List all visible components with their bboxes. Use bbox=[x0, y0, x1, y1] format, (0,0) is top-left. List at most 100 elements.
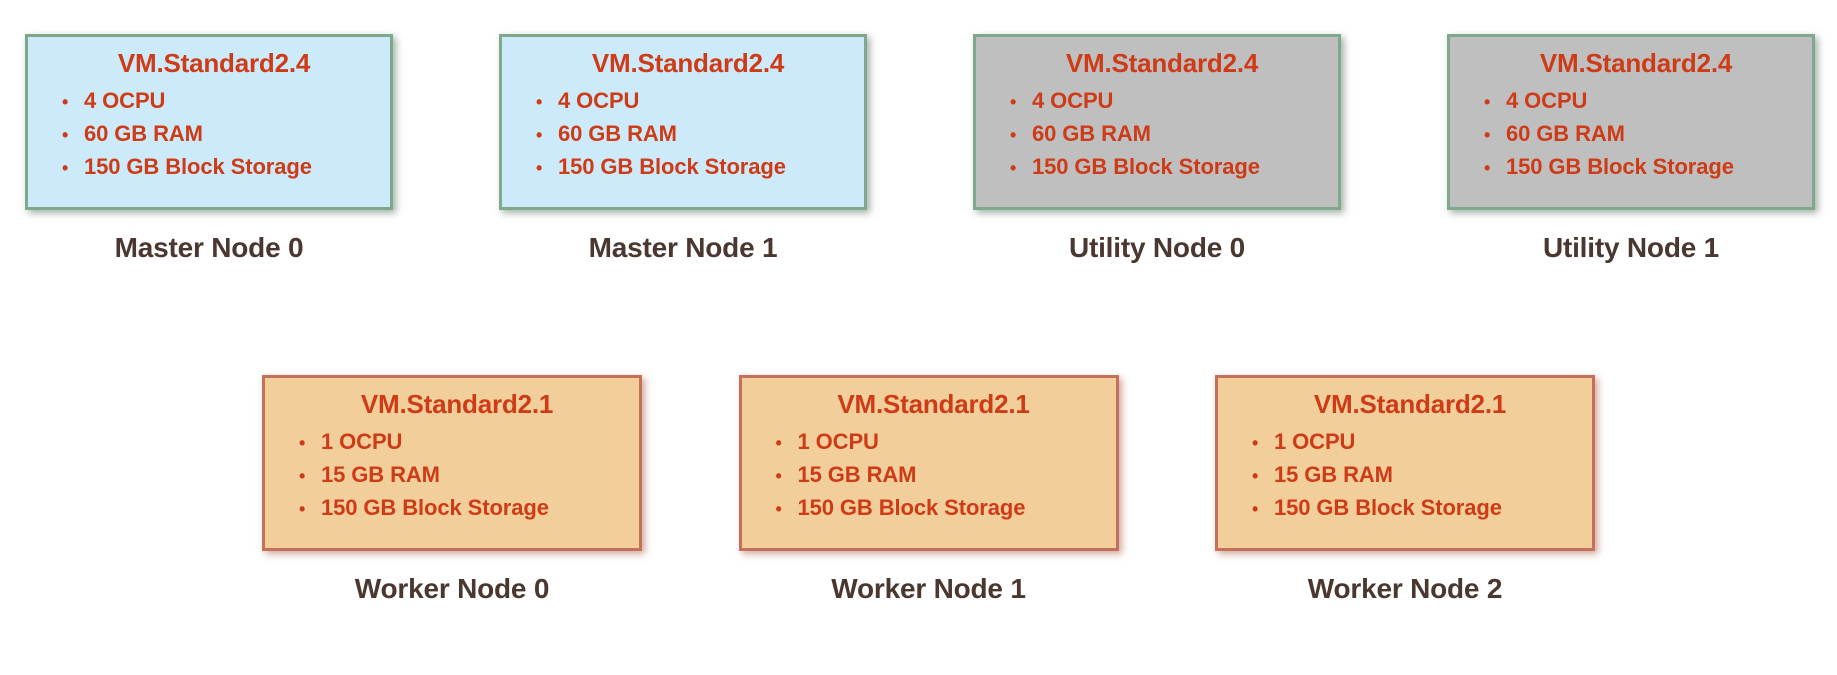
worker-node-row: VM.Standard2.1 • 1 OCPU • 15 GB RAM • 15… bbox=[262, 375, 1595, 605]
node-spec-item: • 60 GB RAM bbox=[62, 117, 390, 150]
bullet-icon: • bbox=[62, 125, 69, 146]
bullet-icon: • bbox=[1252, 432, 1259, 453]
node-spec-text: 1 OCPU bbox=[321, 428, 403, 454]
node-spec-item: • 1 OCPU bbox=[1252, 425, 1592, 458]
node-spec-item: • 4 OCPU bbox=[1484, 84, 1812, 117]
node-spec-text: 60 GB RAM bbox=[84, 121, 203, 147]
bullet-icon: • bbox=[536, 158, 543, 179]
node-spec-text: 150 GB Block Storage bbox=[1274, 495, 1502, 521]
node-spec-text: 60 GB RAM bbox=[1032, 121, 1151, 147]
node-caption-master-0: Master Node 0 bbox=[114, 232, 304, 263]
node-spec-text: 15 GB RAM bbox=[797, 462, 917, 488]
bullet-icon: • bbox=[536, 125, 543, 146]
bullet-icon: • bbox=[1252, 499, 1259, 520]
node-spec-item: • 15 GB RAM bbox=[776, 458, 1116, 491]
node-spec-text: 150 GB Block Storage bbox=[321, 495, 549, 521]
node-spec-text: 15 GB RAM bbox=[1274, 462, 1393, 488]
node-shape-label: VM.Standard2.4 bbox=[1539, 48, 1733, 78]
node-spec-item: • 150 GB Block Storage bbox=[1252, 491, 1592, 524]
node-spec-text: 150 GB Block Storage bbox=[797, 495, 1026, 521]
bullet-icon: • bbox=[299, 499, 306, 520]
bullet-icon: • bbox=[1010, 125, 1017, 146]
node-shape-label: VM.Standard2.1 bbox=[837, 389, 1030, 419]
node-spec-text: 4 OCPU bbox=[558, 87, 640, 113]
node-utility-1[interactable]: VM.Standard2.4 • 4 OCPU • 60 GB RAM • 15… bbox=[1447, 34, 1815, 264]
node-caption-worker-0: Worker Node 0 bbox=[354, 573, 550, 604]
node-spec-item: • 150 GB Block Storage bbox=[776, 491, 1116, 524]
node-master-0[interactable]: VM.Standard2.4 • 4 OCPU • 60 GB RAM • 15… bbox=[25, 34, 393, 264]
node-spec-item: • 60 GB RAM bbox=[1484, 117, 1812, 150]
node-utility-0[interactable]: VM.Standard2.4 • 4 OCPU • 60 GB RAM • 15… bbox=[973, 34, 1341, 264]
node-spec-text: 1 OCPU bbox=[797, 428, 879, 454]
bullet-icon: • bbox=[536, 91, 543, 112]
node-spec-text: 150 GB Block Storage bbox=[558, 154, 786, 180]
node-card-worker-0[interactable]: VM.Standard2.1 • 1 OCPU • 15 GB RAM • 15… bbox=[262, 375, 642, 551]
bullet-icon: • bbox=[1010, 158, 1017, 179]
node-spec-text: 4 OCPU bbox=[1506, 87, 1588, 113]
bullet-icon: • bbox=[775, 432, 782, 453]
node-caption-worker-2: Worker Node 2 bbox=[1307, 573, 1503, 604]
node-master-1[interactable]: VM.Standard2.4 • 4 OCPU • 60 GB RAM • 15… bbox=[499, 34, 867, 264]
node-spec-item: • 150 GB Block Storage bbox=[62, 150, 390, 183]
bullet-icon: • bbox=[1010, 91, 1017, 112]
node-card-worker-2[interactable]: VM.Standard2.1 • 1 OCPU • 15 GB RAM • 15… bbox=[1215, 375, 1595, 551]
node-spec-list: • 1 OCPU • 15 GB RAM • 150 GB Block Stor… bbox=[742, 425, 1116, 525]
node-spec-text: 150 GB Block Storage bbox=[1506, 154, 1734, 180]
bullet-icon: • bbox=[775, 466, 782, 487]
node-spec-text: 1 OCPU bbox=[1274, 428, 1356, 454]
node-card-utility-1[interactable]: VM.Standard2.4 • 4 OCPU • 60 GB RAM • 15… bbox=[1447, 34, 1815, 210]
node-spec-item: • 150 GB Block Storage bbox=[1010, 150, 1338, 183]
node-spec-item: • 150 GB Block Storage bbox=[536, 150, 864, 183]
node-shape-label: VM.Standard2.4 bbox=[591, 48, 785, 78]
node-spec-text: 4 OCPU bbox=[84, 87, 166, 113]
node-spec-list: • 4 OCPU • 60 GB RAM • 150 GB Block Stor… bbox=[1450, 84, 1812, 184]
node-card-worker-1[interactable]: VM.Standard2.1 • 1 OCPU • 15 GB RAM • 15… bbox=[738, 375, 1119, 551]
bullet-icon: • bbox=[1484, 125, 1491, 146]
node-caption-utility-1: Utility Node 1 bbox=[1542, 232, 1720, 263]
node-spec-item: • 60 GB RAM bbox=[536, 117, 864, 150]
bullet-icon: • bbox=[1252, 466, 1259, 487]
node-spec-item: • 150 GB Block Storage bbox=[1484, 150, 1812, 183]
node-spec-item: • 4 OCPU bbox=[1010, 84, 1338, 117]
node-spec-text: 150 GB Block Storage bbox=[84, 154, 312, 180]
node-spec-text: 60 GB RAM bbox=[1506, 121, 1625, 147]
master-and-utility-node-row: VM.Standard2.4 • 4 OCPU • 60 GB RAM • 15… bbox=[25, 34, 1815, 264]
bullet-icon: • bbox=[775, 499, 782, 520]
bullet-icon: • bbox=[1484, 91, 1491, 112]
node-spec-item: • 150 GB Block Storage bbox=[299, 491, 639, 524]
node-worker-1[interactable]: VM.Standard2.1 • 1 OCPU • 15 GB RAM • 15… bbox=[738, 375, 1119, 605]
bullet-icon: • bbox=[299, 432, 306, 453]
node-spec-list: • 4 OCPU • 60 GB RAM • 150 GB Block Stor… bbox=[502, 84, 864, 184]
node-spec-item: • 15 GB RAM bbox=[1252, 458, 1592, 491]
node-caption-worker-1: Worker Node 1 bbox=[831, 573, 1026, 604]
node-spec-text: 4 OCPU bbox=[1032, 87, 1114, 113]
node-spec-item: • 4 OCPU bbox=[536, 84, 864, 117]
node-worker-2[interactable]: VM.Standard2.1 • 1 OCPU • 15 GB RAM • 15… bbox=[1215, 375, 1595, 605]
node-spec-list: • 4 OCPU • 60 GB RAM • 150 GB Block Stor… bbox=[28, 84, 390, 184]
bullet-icon: • bbox=[62, 91, 69, 112]
node-card-utility-0[interactable]: VM.Standard2.4 • 4 OCPU • 60 GB RAM • 15… bbox=[973, 34, 1341, 210]
node-spec-item: • 1 OCPU bbox=[299, 425, 639, 458]
node-card-master-1[interactable]: VM.Standard2.4 • 4 OCPU • 60 GB RAM • 15… bbox=[499, 34, 867, 210]
node-spec-list: • 1 OCPU • 15 GB RAM • 150 GB Block Stor… bbox=[265, 425, 639, 525]
node-spec-item: • 4 OCPU bbox=[62, 84, 390, 117]
node-shape-label: VM.Standard2.1 bbox=[360, 389, 554, 419]
bullet-icon: • bbox=[299, 466, 306, 487]
bullet-icon: • bbox=[62, 158, 69, 179]
node-spec-item: • 15 GB RAM bbox=[299, 458, 639, 491]
bullet-icon: • bbox=[1484, 158, 1491, 179]
node-spec-text: 15 GB RAM bbox=[321, 462, 440, 488]
node-spec-item: • 60 GB RAM bbox=[1010, 117, 1338, 150]
node-shape-label: VM.Standard2.4 bbox=[117, 48, 311, 78]
node-caption-master-1: Master Node 1 bbox=[588, 232, 778, 263]
node-spec-text: 150 GB Block Storage bbox=[1032, 154, 1260, 180]
node-worker-0[interactable]: VM.Standard2.1 • 1 OCPU • 15 GB RAM • 15… bbox=[262, 375, 642, 605]
node-spec-text: 60 GB RAM bbox=[558, 121, 677, 147]
node-spec-list: • 1 OCPU • 15 GB RAM • 150 GB Block Stor… bbox=[1218, 425, 1592, 525]
node-caption-utility-0: Utility Node 0 bbox=[1068, 232, 1246, 263]
node-spec-item: • 1 OCPU bbox=[776, 425, 1116, 458]
node-shape-label: VM.Standard2.4 bbox=[1065, 48, 1259, 78]
node-card-master-0[interactable]: VM.Standard2.4 • 4 OCPU • 60 GB RAM • 15… bbox=[25, 34, 393, 210]
node-spec-list: • 4 OCPU • 60 GB RAM • 150 GB Block Stor… bbox=[976, 84, 1338, 184]
